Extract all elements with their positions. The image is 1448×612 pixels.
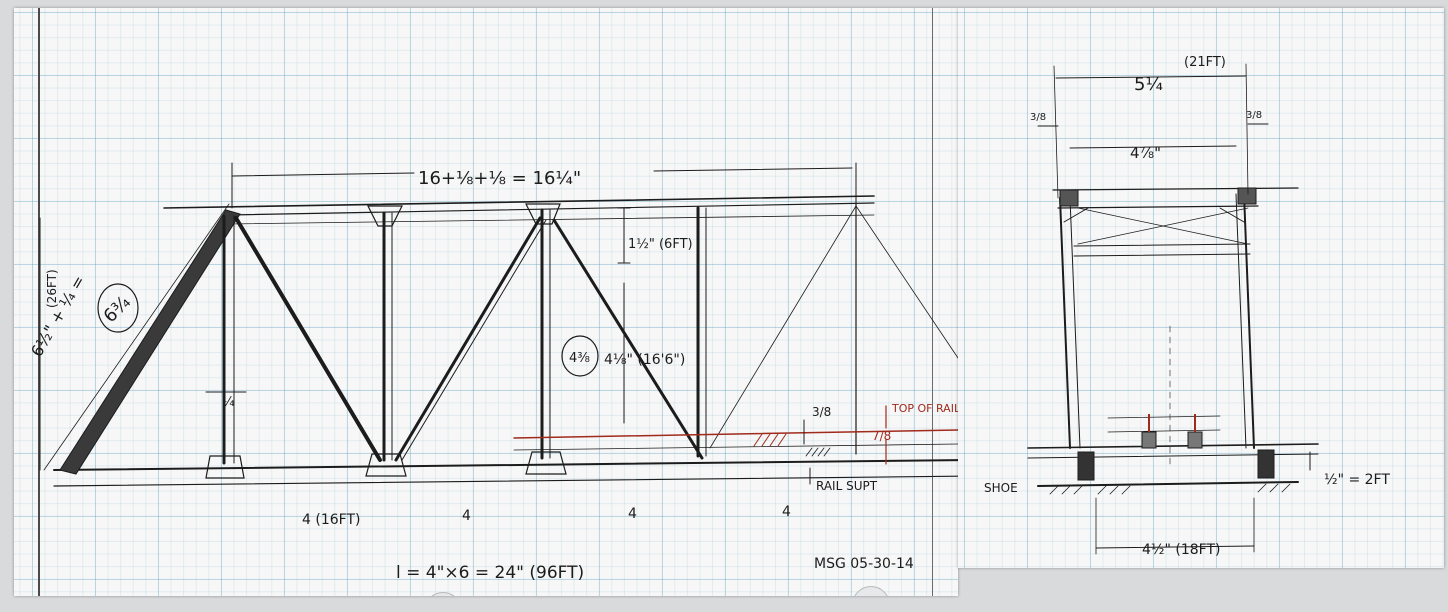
shoe-label: SHOE [984,481,1018,495]
diagonal-member [552,218,704,460]
circled-value-label: 4⅜ [569,351,590,366]
circled-note [561,335,599,377]
span-dimension-line [231,172,415,177]
inner-width-label: 4⅞" [1130,144,1161,162]
rail-line [1107,429,1221,433]
sway-brace [1077,207,1249,245]
panel-label: 4 [782,504,791,520]
corner-block [1059,189,1079,207]
diagonal-member [394,216,542,462]
circled-height [97,283,139,333]
sheet-margin-line [38,8,40,596]
panel-label: 4 [462,508,471,524]
end-post-line [43,203,230,471]
top-span-label: 16+⅛+⅛ = 16¼" [418,168,581,189]
rail-offset-label: 7/8 [872,429,891,443]
rail-block [1141,431,1157,449]
truss-side-view [39,162,958,487]
extension-line [1245,63,1249,195]
base-width-dimension [1095,545,1255,549]
top-chord-line [228,202,875,216]
truss-side-labels: 16+⅛+⅛ = 16¼" 1½" (6FT) 4⅛" (16'6") 4⅜ ¼… [27,168,958,583]
span-dimension-line [653,167,853,172]
top-chord [163,195,875,209]
truss-end-view: 5¼ (21FT) 3/8 3/8 4⅞" SHOE ½" = 2FT 4½" … [984,55,1390,558]
diagonal-member [234,216,382,462]
rail-support-label: RAIL SUPT [816,479,878,493]
gusset-plate [525,451,567,475]
shoe-block [1077,451,1095,481]
truss-elevation-sheet: 16+⅛+⅛ = 16¼" 1½" (6FT) 4⅛" (16'6") 4⅜ ¼… [14,8,958,596]
deck-line [513,443,958,451]
rail-height-label: 3/8 [812,405,831,419]
overall-width-label: 5¼ [1134,74,1163,95]
ground-hatching [1049,483,1291,495]
end-post [1243,193,1255,449]
corner-block [1237,187,1257,205]
member-width-label: ¼ [222,395,235,410]
gusset-plate [205,455,245,479]
height-circled-label: 6¾ [100,292,135,327]
rail-block [1187,431,1203,449]
panel-label: 4 [628,506,637,522]
overall-width-ft-label: (21FT) [1184,55,1226,70]
top-of-rail-label: TOP OF RAIL [891,402,958,415]
panel-height-lower-label: 4⅛" (16'6") [604,352,685,368]
end-post [1059,197,1071,449]
panel-height-top-label: 1½" (6FT) [628,237,693,252]
signature-label: MSG 05-30-14 [814,556,914,572]
height-ft-label: (26FT) [45,269,59,308]
diagonal-member [401,219,547,461]
knee-brace [1219,207,1245,223]
side-offset-right-label: 3/8 [1246,110,1262,121]
length-formula-label: l = 4"×6 = 24" (96FT) [396,563,584,583]
ground-line [1037,481,1299,487]
shoe-height-label: ½" = 2FT [1324,472,1390,488]
rail-markers [1148,414,1196,432]
diagonal-construction-line [709,205,857,449]
top-beam [1057,205,1259,209]
rail-line [1107,415,1221,419]
shoe-block [1257,449,1275,479]
extension-line [1053,65,1059,199]
end-post [1069,197,1081,449]
rail-hatching [753,433,787,447]
deck-line [1027,443,1319,449]
top-beam [1052,187,1299,191]
top-of-rail-line [513,429,958,439]
diagonal-construction-line [855,205,958,359]
end-post [1235,193,1247,449]
bottom-chord-line [53,475,958,487]
base-width-label: 4½" (18FT) [1142,542,1220,558]
top-chord-line [228,214,875,225]
panel-label: 4 (16FT) [302,512,360,528]
knee-brace [1063,207,1089,223]
inner-width-dimension [1069,145,1237,149]
portal-strut [1073,253,1251,257]
gusset-plate [365,453,407,477]
gusset-plate [525,203,561,225]
end-post [59,209,241,475]
portal-strut [1073,243,1251,247]
sheet-edge-line [932,8,933,596]
end-view-sheet: 5¼ (21FT) 3/8 3/8 4⅞" SHOE ½" = 2FT 4½" … [958,8,1444,568]
support-hatching [805,447,831,457]
side-offset-left-label: 3/8 [1030,112,1046,123]
overall-width-dimension [1055,75,1247,79]
gusset-plate [367,205,403,227]
